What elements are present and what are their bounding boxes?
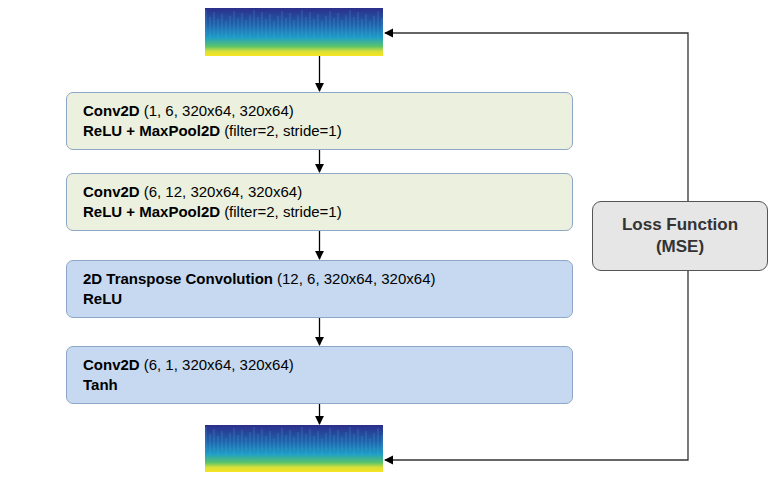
text-line: Conv2D(6, 1, 320x64, 320x64) [83, 355, 562, 375]
text-line: 2D Transpose Convolution(12, 6, 320x64, … [83, 269, 562, 289]
encoder-layer-box: Conv2D(1, 6, 320x64, 320x64)ReLU + MaxPo… [66, 92, 573, 150]
flow-arrow [319, 231, 320, 259]
layer-parameters: (6, 1, 320x64, 320x64) [144, 356, 294, 373]
flow-arrow [319, 318, 320, 345]
decoder-layer-box: Conv2D(6, 1, 320x64, 320x64)Tanh [66, 346, 573, 404]
text-line: Conv2D(1, 6, 320x64, 320x64) [83, 101, 562, 121]
layer-parameters: (filter=2, stride=1) [224, 122, 342, 139]
layer-parameters: (1, 6, 320x64, 320x64) [144, 102, 294, 119]
output-arrow [319, 404, 320, 424]
flow-arrow [319, 150, 320, 172]
text-line: ReLU [83, 289, 562, 309]
layer-parameters: (12, 6, 320x64, 320x64) [277, 270, 435, 287]
layer-name: ReLU + MaxPool2D [83, 203, 220, 220]
layer-name: ReLU [83, 290, 122, 307]
text-line: Conv2D(6, 12, 320x64, 320x64) [83, 182, 562, 202]
text-line: ReLU + MaxPool2D(filter=2, stride=1) [83, 121, 562, 141]
input-arrow [319, 56, 320, 91]
layer-name: ReLU + MaxPool2D [83, 122, 220, 139]
loss-label: Loss Function (MSE) [610, 214, 750, 258]
text-line: Tanh [83, 375, 562, 395]
layer-parameters: (filter=2, stride=1) [224, 203, 342, 220]
loss-function-box: Loss Function (MSE) [592, 201, 768, 271]
layer-name: Conv2D [83, 102, 140, 119]
layer-name: Conv2D [83, 356, 140, 373]
layer-name: Conv2D [83, 183, 140, 200]
encoder-layer-box: Conv2D(6, 12, 320x64, 320x64)ReLU + MaxP… [66, 173, 573, 231]
layer-parameters: (6, 12, 320x64, 320x64) [144, 183, 302, 200]
text-line: ReLU + MaxPool2D(filter=2, stride=1) [83, 202, 562, 222]
decoder-layer-box: 2D Transpose Convolution(12, 6, 320x64, … [66, 260, 573, 318]
layer-name: Tanh [83, 376, 118, 393]
layer-name: 2D Transpose Convolution [83, 270, 273, 287]
spectrogram-output [205, 425, 383, 472]
spectrogram-input [205, 8, 383, 56]
